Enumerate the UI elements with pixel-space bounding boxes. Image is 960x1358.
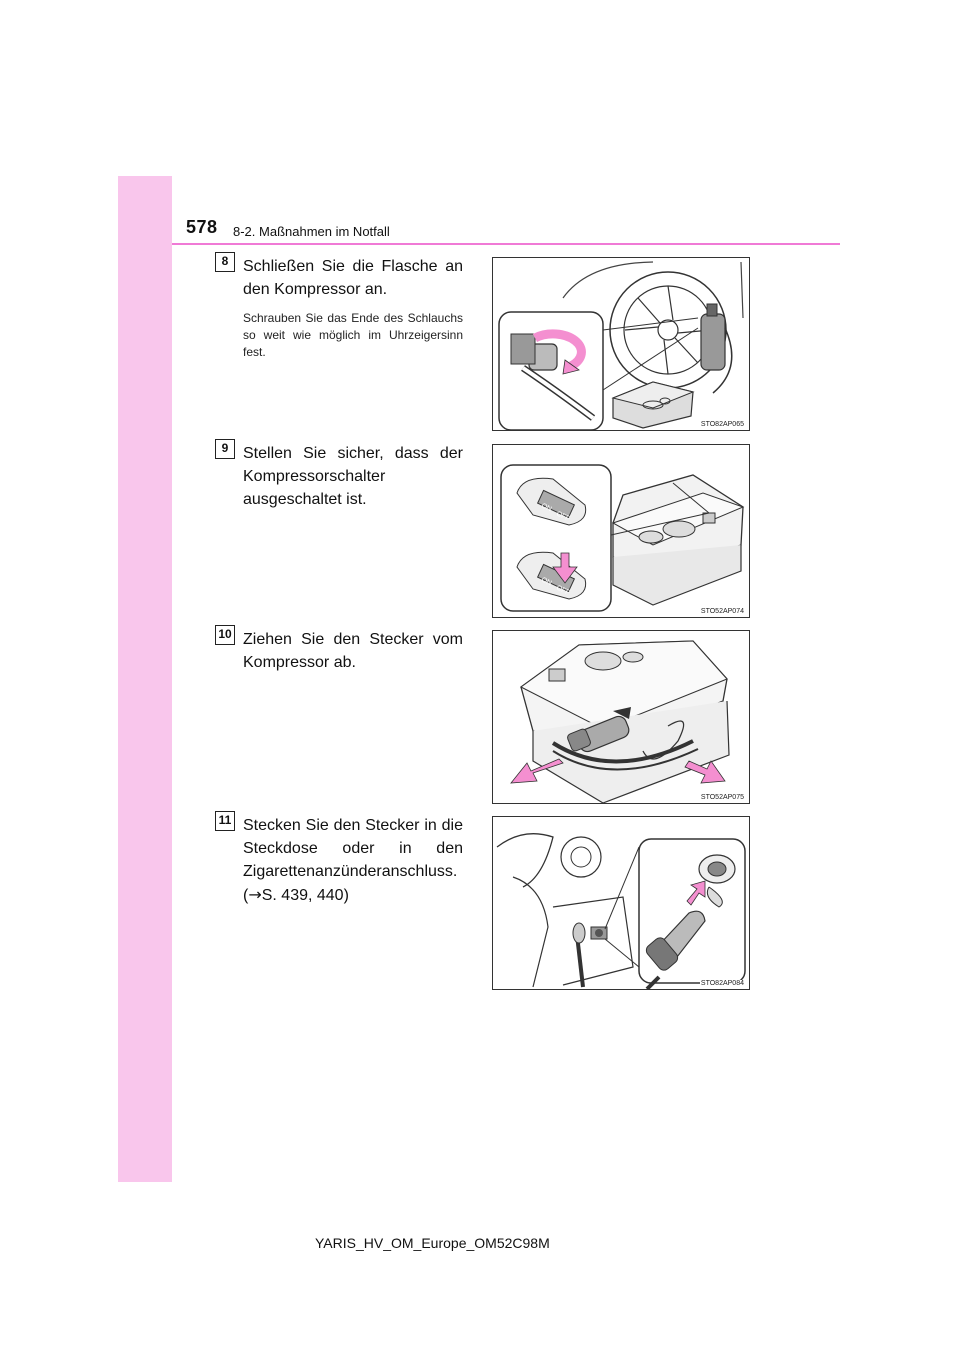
section-title: 8-2. Maßnahmen im Notfall <box>233 224 390 239</box>
switch-on-label: ON <box>540 576 552 587</box>
figure-code: STO82AP065 <box>699 421 745 428</box>
figure-code: STO52AP075 <box>699 794 745 801</box>
step-title: Schließen Sie die Flasche an den Kompres… <box>243 258 463 298</box>
compressor-switch-drawing: ON OFF ON OFF <box>500 464 745 612</box>
step-title: Ziehen Sie den Stecker vom Kompressor ab… <box>243 631 463 671</box>
switch-on-label: ON <box>540 502 552 513</box>
step-title: Stecken Sie den Stecker in die Steckdose… <box>243 817 463 880</box>
figure-code: STO82AP084 <box>699 980 745 987</box>
page-number: 578 <box>186 217 218 237</box>
power-outlet-drawing <box>496 833 746 989</box>
figure-code: STO52AP074 <box>699 608 745 615</box>
step-number-badge: 10 <box>215 625 235 645</box>
step-title: Stellen Sie sicher, dass der Kompressors… <box>243 445 463 508</box>
step-note: Schrauben Sie das Ende des Schlauchs so … <box>243 311 463 359</box>
document-id-footer: YARIS_HV_OM_Europe_OM52C98M <box>315 1235 550 1251</box>
step-number-badge: 9 <box>215 439 235 459</box>
illustration-power-outlet: STO82AP084 <box>492 816 750 990</box>
page-reference: (→S. 439, 440) <box>243 885 349 904</box>
unplug-compressor-drawing <box>510 640 730 803</box>
illustration-unplug-compressor: STO52AP075 <box>492 630 750 804</box>
side-tab-bar <box>118 176 172 1182</box>
illustration-compressor-switch: ON OFF ON OFF STO52AP074 <box>492 444 750 618</box>
reference-arrow: → <box>248 885 262 904</box>
bottle-connect-drawing <box>498 261 744 430</box>
reference-pages: S. 439, 440 <box>261 887 344 904</box>
header-rule <box>172 243 840 245</box>
step-number-badge: 8 <box>215 252 235 272</box>
step-number-badge: 11 <box>215 811 235 831</box>
illustration-bottle-connect: STO82AP065 <box>492 257 750 431</box>
